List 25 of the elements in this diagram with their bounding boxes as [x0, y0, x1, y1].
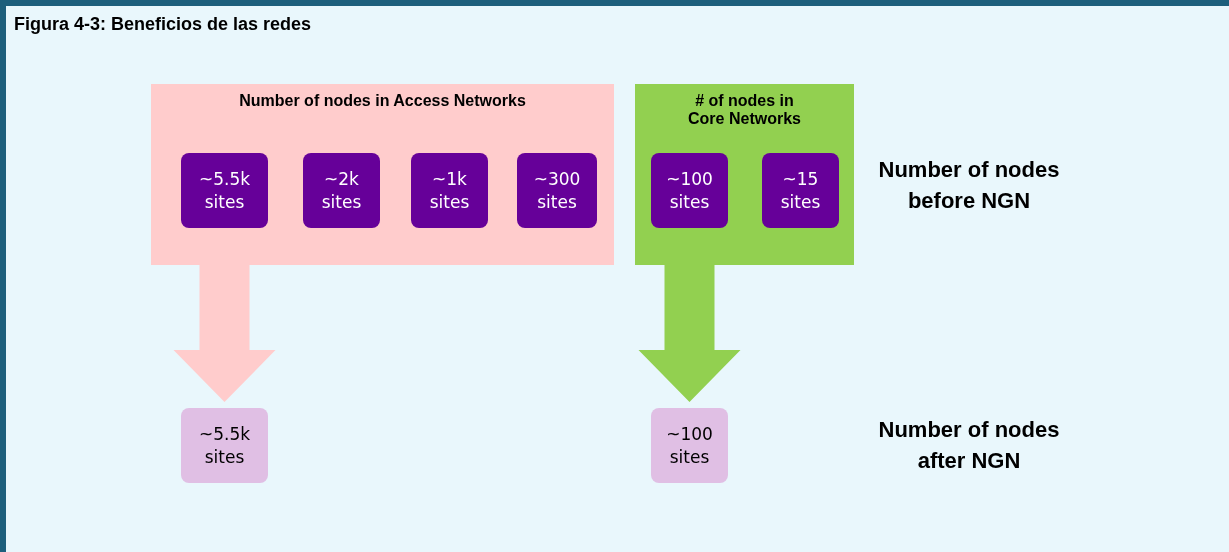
site-count-box [181, 408, 268, 483]
group-heading: Number of nodes in Access Networks [238, 92, 527, 110]
site-count-box [303, 153, 380, 228]
row-label: Number of nodes before NGN [877, 156, 1061, 215]
row-label: Number of nodes after NGN [877, 416, 1061, 475]
site-count-box [517, 153, 597, 228]
site-count-box [181, 153, 268, 228]
site-count-text: ~5.5k sites [197, 423, 252, 468]
network-group-panel [635, 84, 854, 265]
network-group-panel [151, 84, 614, 265]
site-count-box [411, 153, 488, 228]
site-count-text: ~1k sites [428, 168, 471, 213]
site-count-box [762, 153, 839, 228]
block-arrow [173, 265, 276, 402]
block-arrow [638, 265, 741, 402]
site-count-box [651, 153, 728, 228]
site-count-text: ~100 sites [665, 423, 714, 468]
figure-title: Figura 4-3: Beneficios de las redes [14, 14, 312, 35]
group-heading: # of nodes in Core Networks [687, 92, 802, 128]
site-count-text: ~100 sites [665, 168, 714, 213]
site-count-text: ~5.5k sites [197, 168, 252, 213]
site-count-text: ~15 sites [779, 168, 822, 213]
site-count-box [651, 408, 728, 483]
site-count-text: ~300 sites [532, 168, 582, 213]
site-count-text: ~2k sites [320, 168, 363, 213]
